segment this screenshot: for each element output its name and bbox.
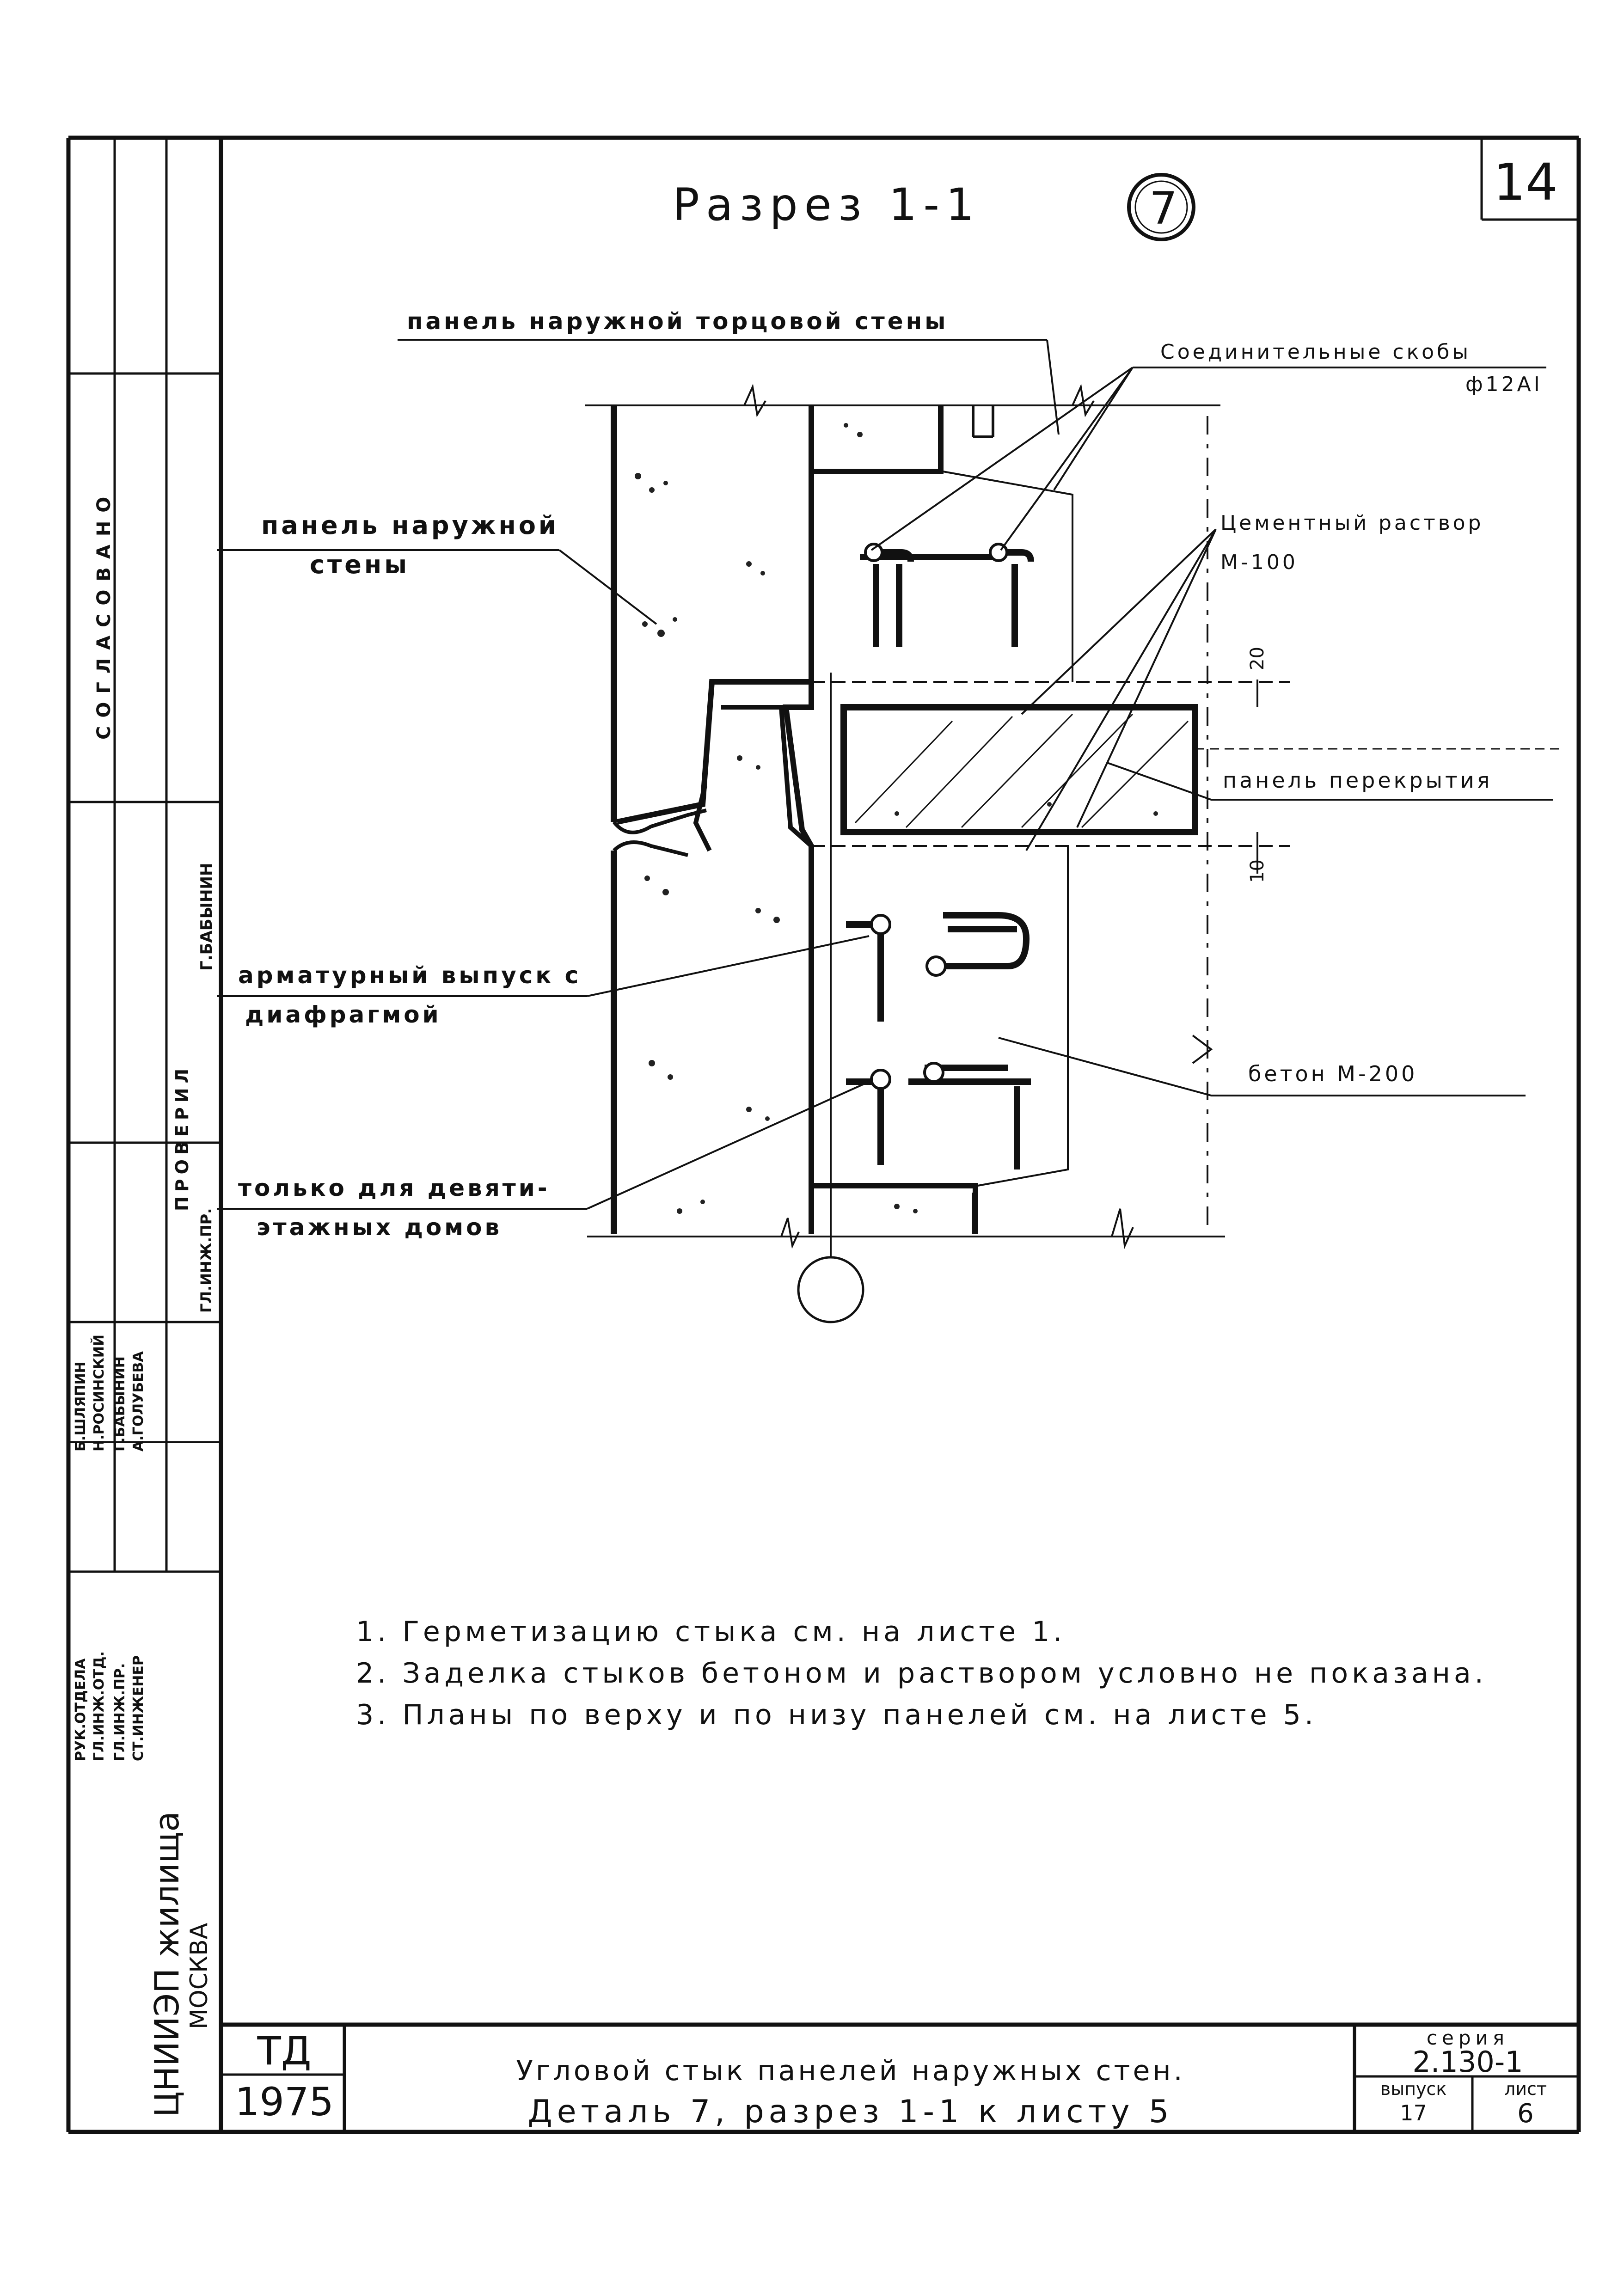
floor-panel [840,704,1198,835]
dim-10: 10 [1247,859,1268,883]
stamp-role-4: СТ.ИНЖЕНЕР [130,1655,147,1761]
note-1: 1. Герметизацию стыка см. на листе 1. [356,1616,1066,1648]
tb-issue-label: выпуск [1380,2079,1447,2099]
stamp-name-3: Г.БАБЫНИН [112,1356,128,1451]
axis-bubble [797,1256,864,1323]
detail-circle [1127,173,1195,241]
note-3: 3. Планы по верху и по низу панелей см. … [356,1699,1317,1731]
tb-line-1: Угловой стык панелей наружных стен. [516,2055,1185,2087]
stamp-city: МОСКВА [185,1923,213,2029]
stamp-chief-eng: ГЛ.ИНЖ.ПР. [197,1208,215,1313]
sheet-number: 14 [1493,153,1558,212]
stamp-name-2: Н.РОСИНСКИЙ [91,1335,107,1451]
label-outer-wall-panel-2: стены [310,550,410,579]
label-nine-storey-1: только для девяти- [238,1175,550,1201]
label-cement-mortar: Цементный раствор [1220,511,1484,535]
label-outer-wall-panel-1: панель наружной [261,511,559,540]
section-title: Разрез 1-1 [673,179,981,231]
label-nine-storey-2: этажных домов [257,1214,503,1241]
label-connecting-brackets: Соединительные скобы [1160,340,1471,364]
stamp-agreed: СОГЛАСОВАНО [93,488,115,740]
leader-lines [217,339,1553,1210]
detail-marker: 7 [1149,183,1178,234]
rebar-loops [846,549,1034,1169]
sheet-frame [66,135,1581,2134]
tb-code: ТД [257,2028,312,2074]
label-rebar-outlet-1: арматурный выпуск с [238,962,582,989]
tb-sheet-label: лист [1504,2079,1547,2099]
concrete-hatch [635,423,1158,1214]
stamp-org: ЦНИИЭП жилища [147,1811,186,2117]
tb-year: 1975 [235,2079,334,2125]
stamp-name-4: А.ГОЛУБЕВА [130,1351,147,1451]
end-wall-panel [616,405,994,1234]
stamp-name-1: Б.ШЛЯПИН [73,1361,89,1451]
note-2: 2. Заделка стыков бетоном и раствором ус… [356,1657,1487,1690]
stamp-checked: ПРОВЕРИЛ [172,1064,192,1211]
stamp-role-2: ГЛ.ИНЖ.ОТД. [91,1651,107,1761]
stamp-checker-name: Г.БАБЫНИН [197,863,216,971]
label-rebar-outlet-2: диафрагмой [245,1001,441,1028]
label-mortar-grade: М-100 [1220,551,1298,574]
label-concrete: бетон М-200 [1248,1061,1418,1086]
break-lines [585,384,1225,1249]
tb-series: 2.130-1 [1412,2045,1523,2079]
stamp-role-3: ГЛ.ИНЖ.ПР. [112,1663,128,1761]
tb-series-label: серия [1426,2027,1509,2049]
tb-issue: 17 [1400,2100,1427,2125]
dim-20: 20 [1247,647,1268,670]
label-bracket-spec: ф12АI [1465,373,1543,396]
label-end-wall-panel: панель наружной торцовой стены [407,308,949,335]
label-floor-panel: панель перекрытия [1223,768,1493,793]
tb-line-2: Деталь 7, разрез 1-1 к листу 5 [527,2094,1174,2130]
outer-wall-panel [611,405,712,1234]
stamp-role-1: РУК.ОТДЕЛА [73,1658,89,1761]
tb-sheet: 6 [1517,2099,1534,2129]
